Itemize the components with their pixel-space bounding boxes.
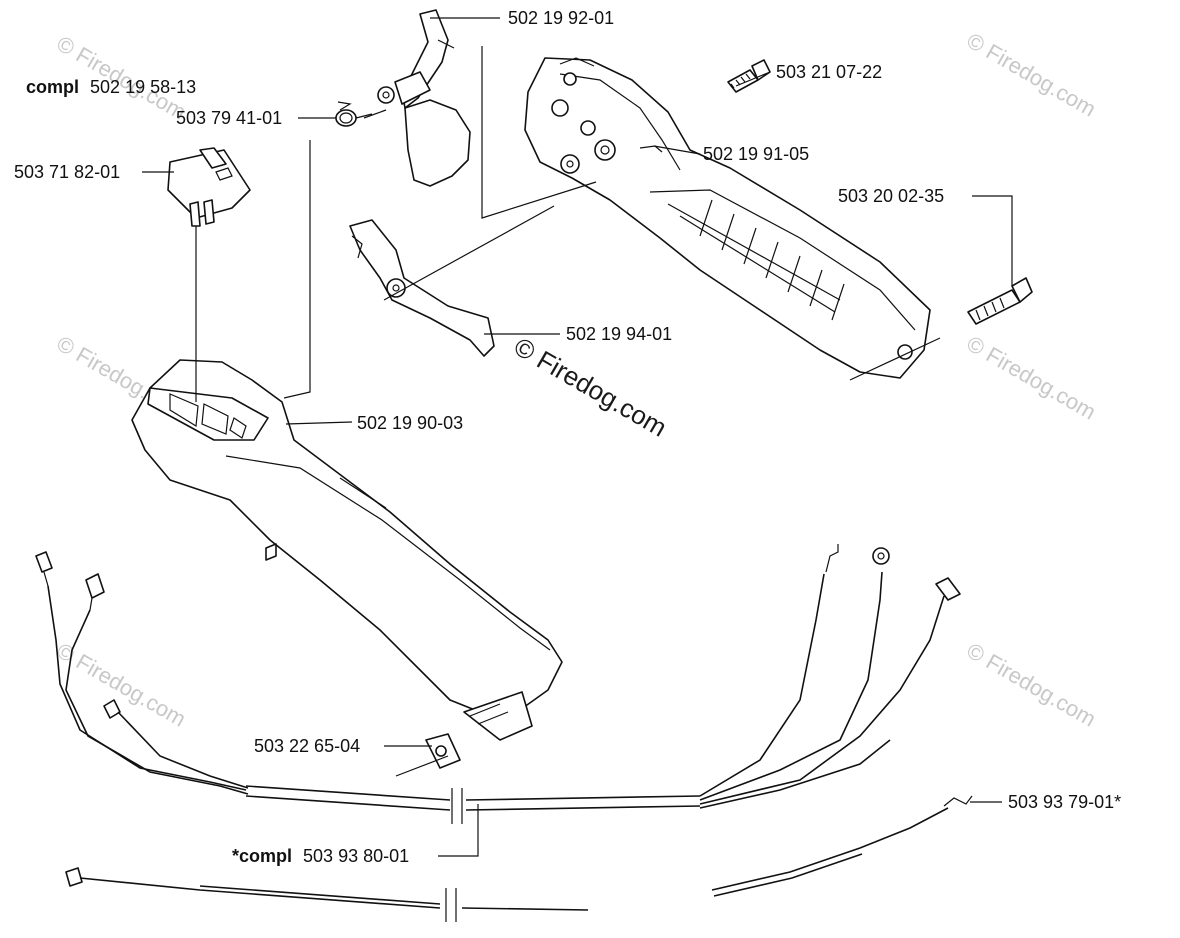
watermark-top-right: © Firedog.com	[963, 28, 1101, 122]
watermark-center: © Firedog.com	[509, 331, 672, 442]
label-compl-assembly: compl 502 19 58-13	[26, 77, 196, 97]
label-harness-number: 503 93 80-01	[303, 846, 409, 866]
switch-part	[167, 147, 251, 227]
handle-half-right-part	[524, 57, 931, 379]
label-screw-upper: 503 21 07-22	[776, 62, 882, 82]
watermark-low-right: © Firedog.com	[963, 638, 1101, 732]
nut-part	[425, 733, 461, 769]
label-harness-assembly: *compl 503 93 80-01	[232, 846, 409, 866]
screw-lower-part	[967, 277, 1033, 325]
spring-part	[335, 101, 373, 127]
label-nut: 503 22 65-04	[254, 736, 360, 756]
bottom-cable-part	[65, 867, 589, 922]
label-handle-half-right: 502 19 91-05	[703, 144, 809, 164]
handle-half-left-part	[131, 359, 563, 741]
loose-wire-part	[711, 795, 973, 897]
wire-harness-part	[35, 544, 961, 824]
label-screw-lower: 503 20 02-35	[838, 186, 944, 206]
label-spring: 503 79 41-01	[176, 108, 282, 128]
label-harness-prefix: *compl	[232, 846, 292, 866]
leader-lines	[142, 17, 1013, 857]
watermark-low-left: © Firedog.com	[53, 638, 191, 732]
screw-upper-part	[727, 59, 771, 93]
trigger-lever-part	[377, 9, 471, 187]
label-trigger-lever: 502 19 92-01	[508, 8, 614, 28]
labels: 502 19 92-01 503 21 07-22 compl 502 19 5…	[14, 8, 1121, 866]
label-throttle-lock: 502 19 94-01	[566, 324, 672, 344]
label-wire-end: 503 93 79-01*	[1008, 792, 1121, 812]
label-compl-prefix: compl	[26, 77, 79, 97]
label-handle-half-left: 502 19 90-03	[357, 413, 463, 433]
watermark-mid-right: © Firedog.com	[963, 331, 1101, 425]
label-compl-number: 502 19 58-13	[90, 77, 196, 97]
throttle-lock-part	[349, 219, 495, 357]
label-switch: 503 71 82-01	[14, 162, 120, 182]
